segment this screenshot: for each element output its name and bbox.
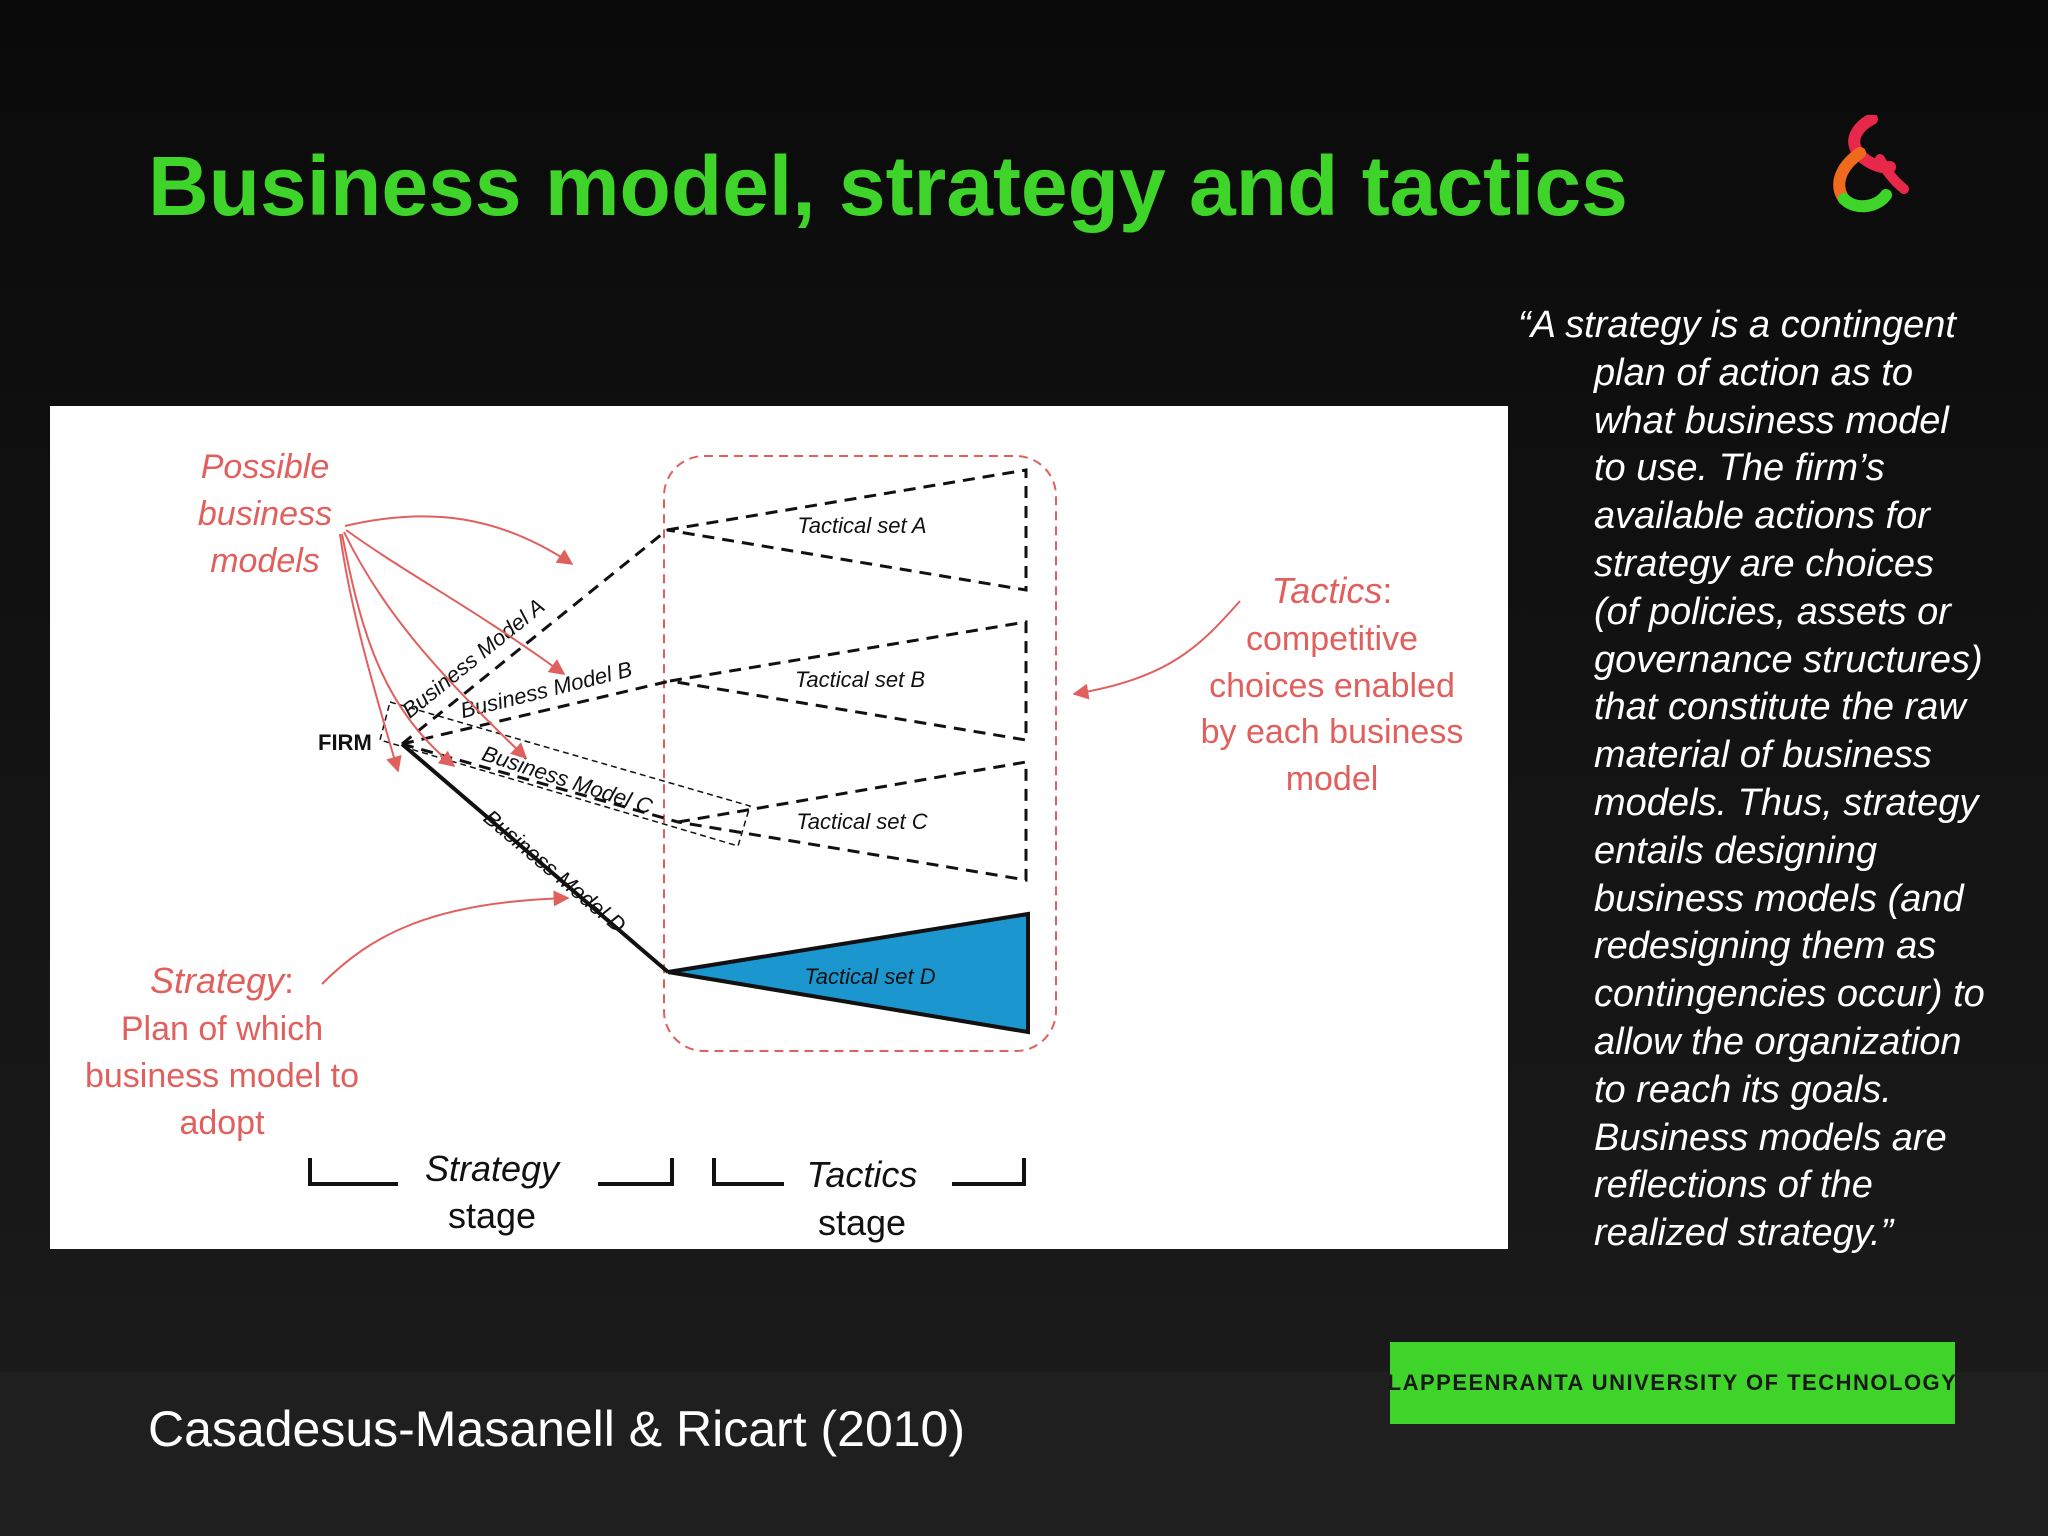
business-model-b-line	[401, 679, 671, 746]
tactical-set-c-label: Tactical set C	[796, 809, 927, 834]
slide-title: Business model, strategy and tactics	[148, 139, 1628, 233]
quote-line: (of policies, assets or	[1594, 590, 1951, 633]
strategy-title: Strategy	[150, 960, 286, 1001]
tactical-set-a: Tactical set A	[666, 468, 1028, 592]
quote-line: allow the organization	[1594, 1020, 1962, 1063]
possible-arrows	[339, 515, 574, 773]
tactics-colon: :	[1382, 570, 1392, 611]
firm-label: FIRM	[318, 730, 372, 755]
tactics-stage-bracket	[712, 1158, 1026, 1186]
possible-line: Possible	[201, 448, 330, 486]
quote-line: to use. The firm’s	[1594, 447, 1885, 490]
possible-line: business	[198, 495, 332, 533]
quote-line: strategy are choices	[1594, 542, 1935, 585]
quote-line: entails designing	[1594, 829, 1878, 872]
quote-line: material of business	[1594, 734, 1932, 777]
business-model-b-label: Business Model B	[458, 656, 635, 723]
tactics-stage-sub: stage	[818, 1202, 906, 1243]
strategy-line: adopt	[179, 1104, 265, 1142]
university-name: LAPPEENRANTA UNIVERSITY OF TECHNOLOGY	[1387, 1370, 1958, 1395]
tactics-region	[663, 455, 1057, 1052]
business-model-c-label: Business Model C	[479, 741, 655, 820]
tactics-arrow	[1072, 600, 1241, 700]
tactics-stage-title: Tactics	[807, 1154, 918, 1195]
quote-line: “A strategy is a contingent	[1518, 304, 1956, 346]
quote-line: reflections of the	[1594, 1164, 1873, 1207]
tactics-line: competitive	[1246, 620, 1418, 658]
tactics-line: model	[1286, 760, 1379, 798]
svg-text:Tactics:: Tactics:	[1272, 570, 1393, 611]
quote-line: contingencies occur) to	[1594, 973, 1985, 1016]
tactical-set-b-label: Tactical set B	[795, 667, 925, 692]
business-model-c-highlight	[379, 701, 751, 847]
business-model-d-line	[400, 742, 670, 974]
university-badge: LAPPEENRANTA UNIVERSITY OF TECHNOLOGY	[1387, 1342, 1958, 1424]
quote-line: to reach its goals.	[1594, 1068, 1892, 1111]
strategy-line: business model to	[85, 1057, 359, 1095]
ampersand-logo	[1833, 115, 1909, 213]
strategy-stage-title: Strategy	[425, 1148, 561, 1189]
strategy-stage-bracket	[308, 1158, 674, 1186]
tactical-set-a-label: Tactical set A	[797, 513, 926, 538]
strategy-arrow	[321, 890, 570, 985]
possible-line: models	[210, 542, 320, 580]
strategy-colon: :	[284, 960, 294, 1001]
tactics-title: Tactics	[1272, 570, 1383, 611]
quote-line: that constitute the raw	[1594, 686, 1966, 729]
tactics-line: choices enabled	[1209, 667, 1455, 705]
quote-line: governance structures)	[1594, 638, 1983, 681]
tactical-set-d: Tactical set D	[667, 911, 1030, 1035]
strategy-line: Plan of which	[121, 1010, 323, 1048]
quote-line: realized strategy.”	[1594, 1212, 1894, 1255]
quote-line: available actions for	[1594, 495, 1930, 538]
business-model-a-line	[401, 528, 668, 746]
quote-line: business models (and	[1594, 877, 1964, 920]
strategy-stage-sub: stage	[448, 1195, 536, 1236]
tactical-set-c: Tactical set C	[677, 760, 1028, 882]
tactical-set-d-label: Tactical set D	[804, 964, 935, 989]
tactical-set-b: Tactical set B	[669, 620, 1028, 742]
tactics-annotation: Tactics: competitive choices enabled by …	[1201, 570, 1464, 798]
business-model-diagram: Tactical set A Tactical set B Tactical s…	[50, 406, 1508, 1249]
strategy-annotation: Strategy: Plan of which business model t…	[85, 960, 359, 1142]
citation: Casadesus-Masanell & Ricart (2010)	[148, 1401, 966, 1457]
business-model-d-label: Business Model D	[479, 805, 631, 938]
possible-business-models-annotation: Possible business models	[198, 448, 332, 580]
quote-line: redesigning them as	[1594, 925, 1937, 968]
svg-text:Strategy:: Strategy:	[150, 960, 294, 1001]
quote-line: what business model	[1594, 399, 1949, 442]
quote-line: models. Thus, strategy	[1594, 781, 1979, 824]
quote-line: Business models are	[1594, 1116, 1947, 1159]
strategy-quote: “A strategy is a contingent plan of acti…	[1518, 302, 2018, 1258]
tactics-line: by each business	[1201, 713, 1464, 751]
quote-line: plan of action as to	[1594, 351, 1913, 394]
